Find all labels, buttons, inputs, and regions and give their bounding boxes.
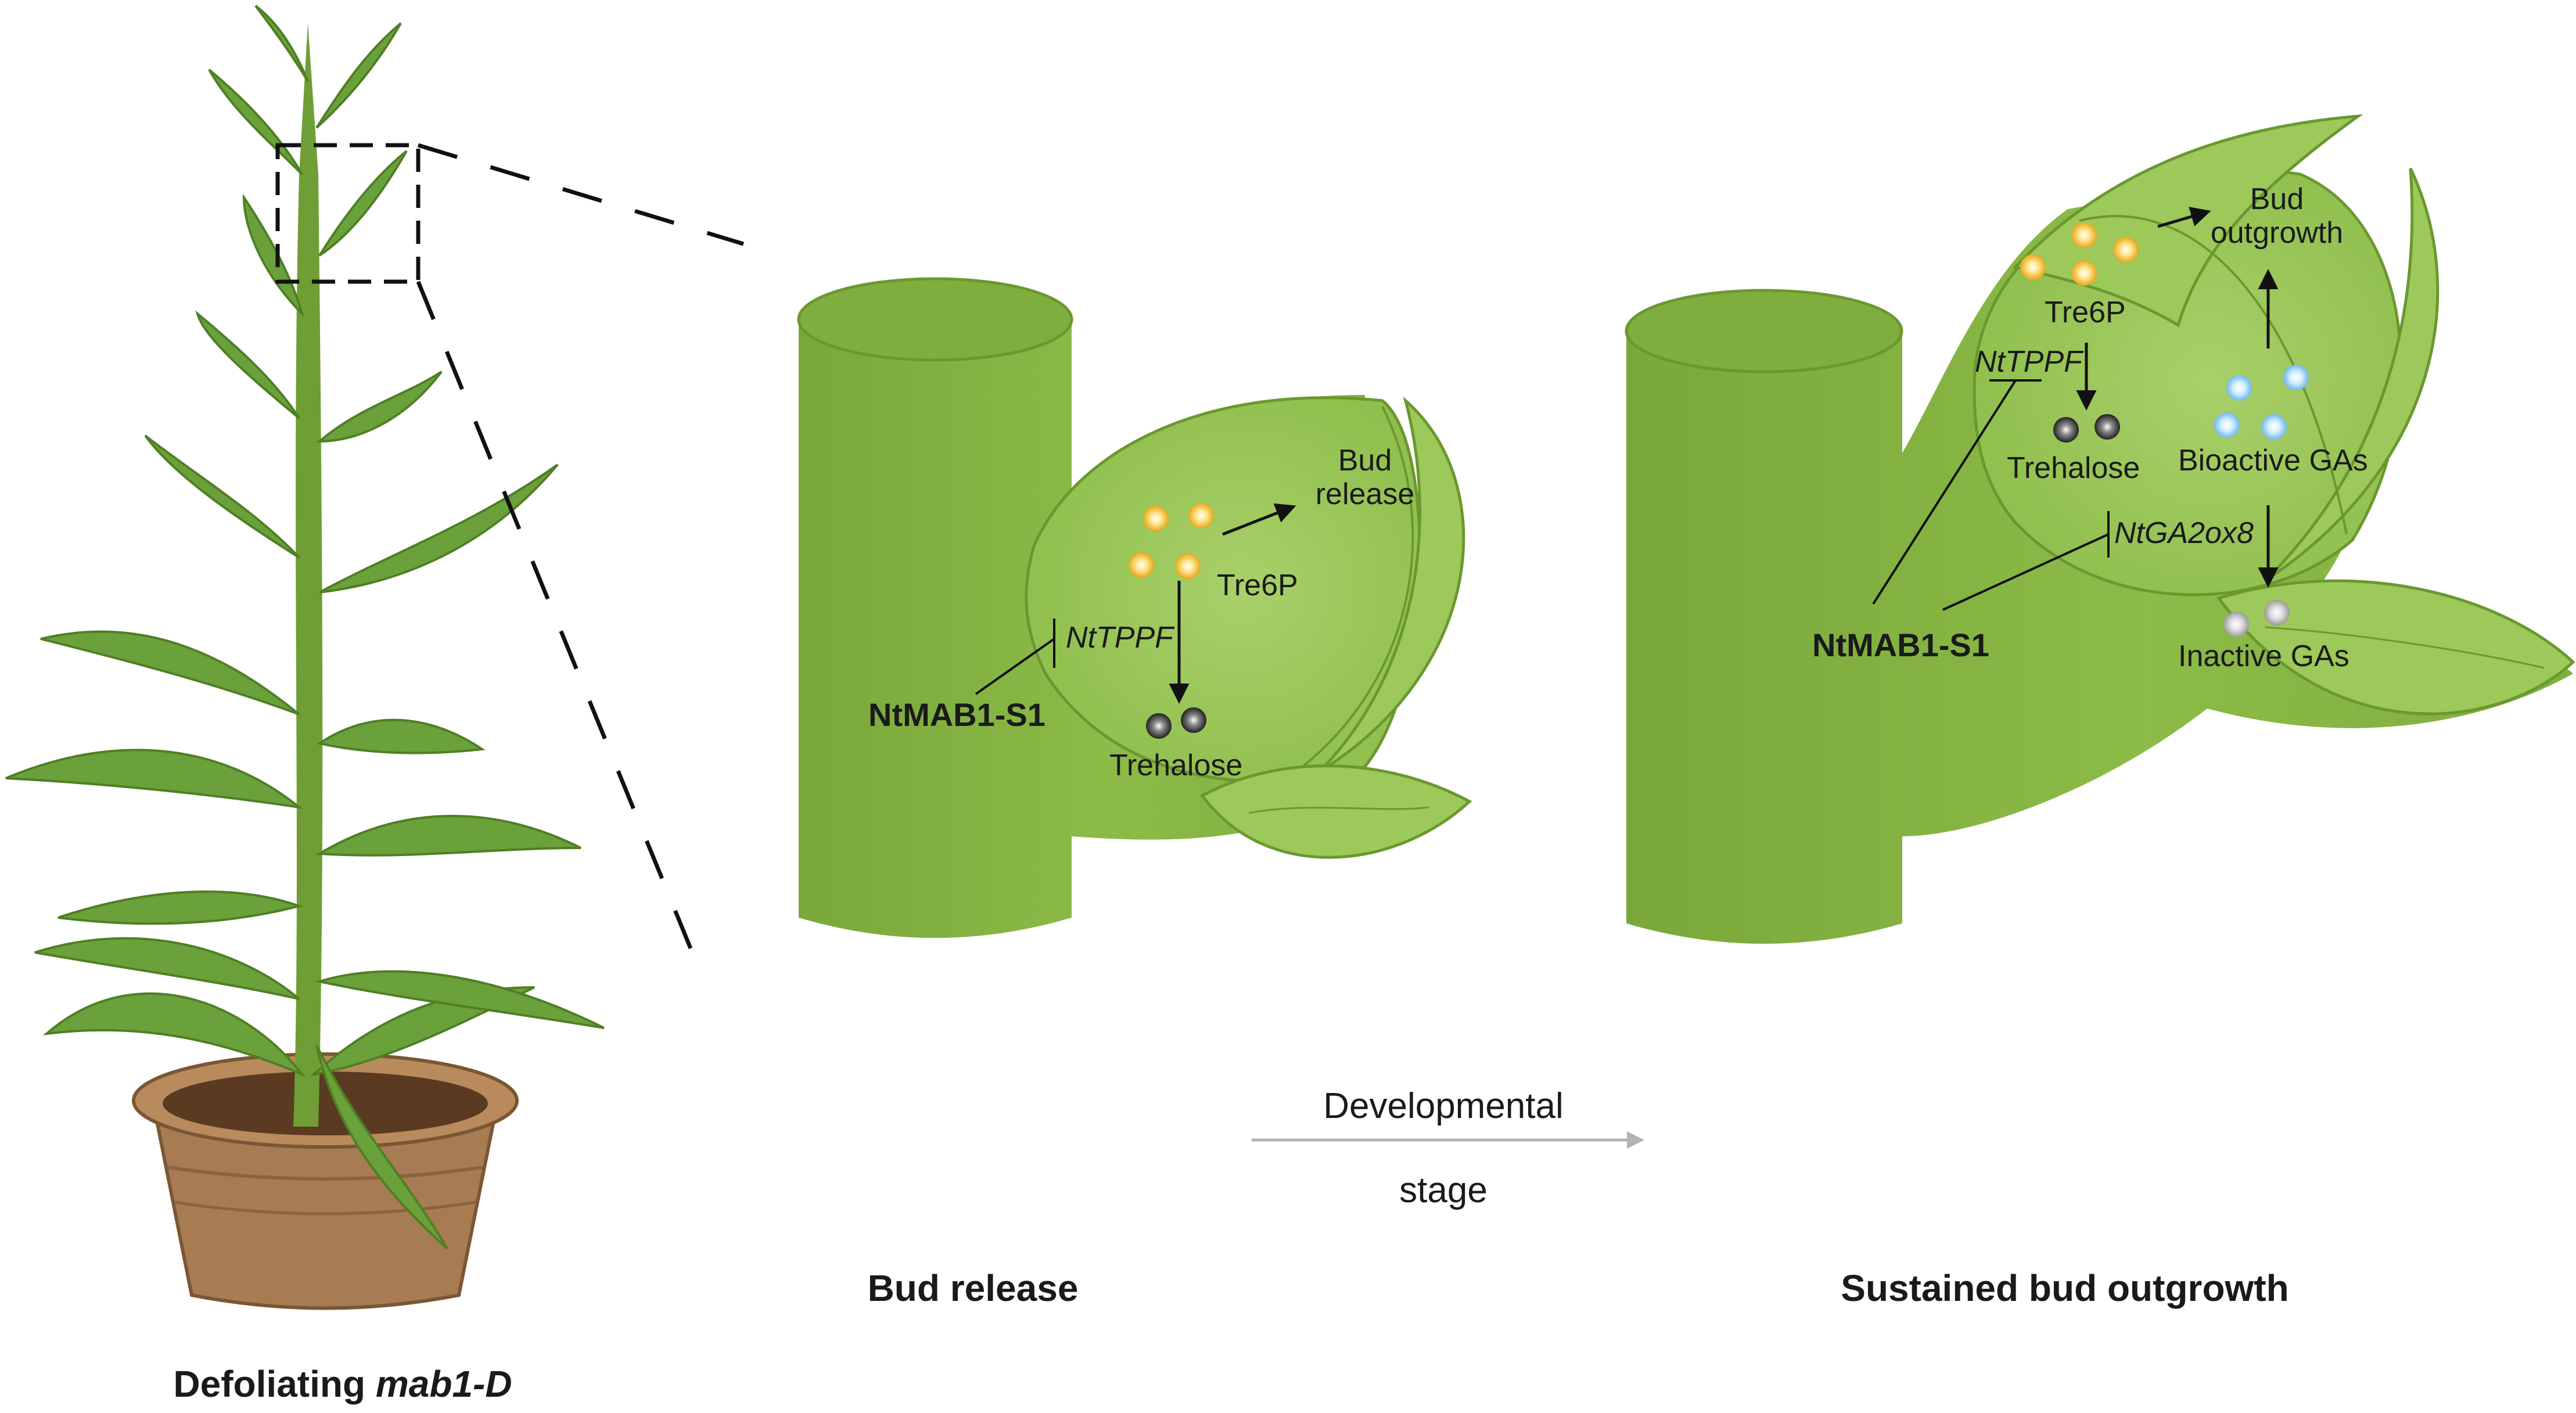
trehalose-molecule: [1146, 713, 1172, 739]
arrow-tre6p-to-bud-outgrowth: [2157, 207, 2211, 228]
tre6p-molecule: [1143, 506, 1169, 531]
tre6p-dots-release: [1129, 503, 1214, 579]
trehalose-dots-outgrowth: [2053, 414, 2120, 443]
tre6p-dots-outgrowth: [2020, 222, 2139, 286]
arrow-tre6p-to-bud-release: [1222, 503, 1296, 536]
tre6p-molecule: [1129, 552, 1154, 578]
bioactive-ga-molecule: [2226, 375, 2252, 401]
tre6p-molecule: [1175, 553, 1201, 579]
trehalose-molecule: [2053, 417, 2079, 443]
inactive-gas-label: Inactive GAs: [2178, 639, 2349, 673]
ntmab1-label-release: NtMAB1-S1: [868, 696, 1046, 733]
inhibition-ntmab1-nttppf: [1872, 379, 2017, 605]
developmental-label: Developmental: [1323, 1086, 1564, 1126]
stem-top: [1625, 289, 1903, 373]
inactive-ga-molecule: [2264, 600, 2290, 625]
lower-leaf-large: [2216, 579, 2575, 716]
zoom-line-top: [417, 143, 745, 246]
inhibition-ntmab1-ntga2ox8: [1942, 533, 2109, 611]
bioactive-ga-molecule: [2261, 414, 2287, 440]
inactive-ga-dots: [2223, 600, 2290, 637]
bud-release-illustration: [797, 277, 1472, 938]
bioactive-ga-molecule: [2283, 365, 2309, 390]
bud-leaf-inner: [1294, 406, 1414, 774]
ntga2ox8-label: NtGA2ox8: [2114, 516, 2254, 550]
nttppf-label-release: NtTPPF: [1066, 621, 1175, 655]
zoom-line-bottom: [416, 281, 699, 965]
tre6p-molecule: [2071, 260, 2097, 286]
tre6p-molecule: [2071, 222, 2097, 248]
trehalose-label-outgrowth: Trehalose: [2007, 451, 2140, 485]
bud-outgrowth-illustration: [1625, 114, 2575, 944]
trehalose-dots-release: [1146, 707, 1206, 739]
plant-stem: [293, 23, 323, 1127]
trehalose-molecule: [2094, 414, 2120, 440]
stage-label: stage: [1399, 1170, 1488, 1210]
bioactive-gas-label: Bioactive GAs: [2178, 444, 2368, 477]
tre6p-molecule: [1188, 503, 1214, 528]
tre6p-label-release: Tre6P: [1217, 569, 1298, 602]
ntmab1-label-outgrowth: NtMAB1-S1: [1812, 627, 1989, 663]
bioactive-ga-dots: [2214, 365, 2309, 440]
bud-release-caption: Bud release: [868, 1267, 1079, 1309]
plant-caption: Defoliating mab1-D: [173, 1363, 512, 1405]
nttppf-label-outgrowth: NtTPPF: [1975, 345, 2084, 379]
trehalose-molecule: [1181, 707, 1206, 733]
sustained-outgrowth-caption: Sustained bud outgrowth: [1841, 1267, 2288, 1309]
trehalose-label-release: Trehalose: [1109, 749, 1242, 782]
stem-top: [797, 277, 1073, 362]
outer-leaf-left: [2013, 114, 2363, 328]
tre6p-molecule: [2113, 237, 2139, 263]
bud-lower-leaf: [1200, 764, 1472, 859]
tre6p-molecule: [2020, 254, 2046, 280]
inhibition-ntmab1-nttppf: [975, 638, 1055, 695]
flower-pot: [132, 1052, 519, 1310]
bioactive-ga-molecule: [2214, 412, 2240, 438]
zoom-box: [275, 143, 421, 284]
tre6p-label-outgrowth: Tre6P: [2045, 296, 2126, 329]
inactive-ga-molecule: [2223, 612, 2249, 637]
plant-leaves: [5, 5, 605, 1250]
tobacco-plant-illustration: [5, 5, 745, 1310]
